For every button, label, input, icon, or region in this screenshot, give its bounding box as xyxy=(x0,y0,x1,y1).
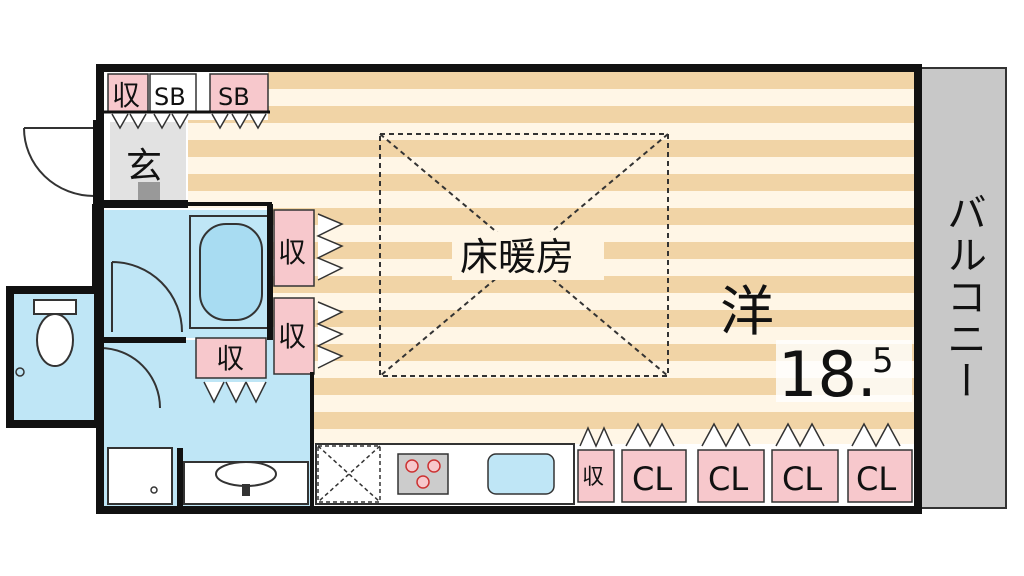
closet-4-label: CL xyxy=(856,460,896,498)
shoebox-2 xyxy=(209,73,269,113)
closet-4 xyxy=(847,449,913,503)
storage-side-2 xyxy=(273,297,315,375)
shoebox-1-label: SB xyxy=(154,83,186,111)
floor-heating-label: 床暖房 xyxy=(460,235,574,279)
closet-doors xyxy=(579,422,901,448)
storage-bottom xyxy=(577,449,615,503)
storage-side-1 xyxy=(273,209,315,287)
closet-3-label: CL xyxy=(782,460,822,498)
entrance-label: 玄 xyxy=(126,146,162,187)
shoebox-2-label: SB xyxy=(218,83,250,111)
storage-bottom-label: 収 xyxy=(582,465,604,490)
storage-side-2-label: 収 xyxy=(278,320,306,353)
toilet-icon xyxy=(15,299,77,377)
room-size-bg xyxy=(776,340,912,402)
wash-basin-icon xyxy=(183,461,309,505)
storage-wash xyxy=(195,337,267,379)
bathroom-door xyxy=(111,261,183,333)
western-room-label: 洋 xyxy=(720,280,774,343)
closet-1 xyxy=(621,449,687,503)
storage-wash-label: 収 xyxy=(216,342,244,375)
balcony-label: バルコニー xyxy=(940,192,986,402)
floor-heating-zone xyxy=(379,133,669,377)
floor-heating-label-bg xyxy=(452,232,604,280)
stove-burner-icon xyxy=(397,453,449,495)
closet-2 xyxy=(697,449,765,503)
storage-side-1-label: 収 xyxy=(278,236,306,269)
room-size-sub: 5 xyxy=(872,341,894,381)
hall-floor xyxy=(188,120,272,208)
bathtub-icon xyxy=(189,215,271,329)
balcony-area xyxy=(919,67,1007,509)
outer-walls xyxy=(96,64,922,514)
storage-top-1-label: 収 xyxy=(112,79,140,112)
closet-1-label: CL xyxy=(632,460,672,498)
entrance-step xyxy=(138,182,160,200)
entrance-door xyxy=(23,127,95,198)
storage-top-doors xyxy=(111,113,267,130)
closet-2-label: CL xyxy=(708,460,748,498)
washing-machine-space xyxy=(107,447,173,505)
closet-3 xyxy=(771,449,839,503)
storage-wash-doors xyxy=(203,381,267,404)
storage-side-doors xyxy=(316,213,344,369)
refrigerator-space xyxy=(317,445,381,503)
kitchen-sink-icon xyxy=(487,453,555,495)
room-size-main: 18. xyxy=(778,338,877,411)
